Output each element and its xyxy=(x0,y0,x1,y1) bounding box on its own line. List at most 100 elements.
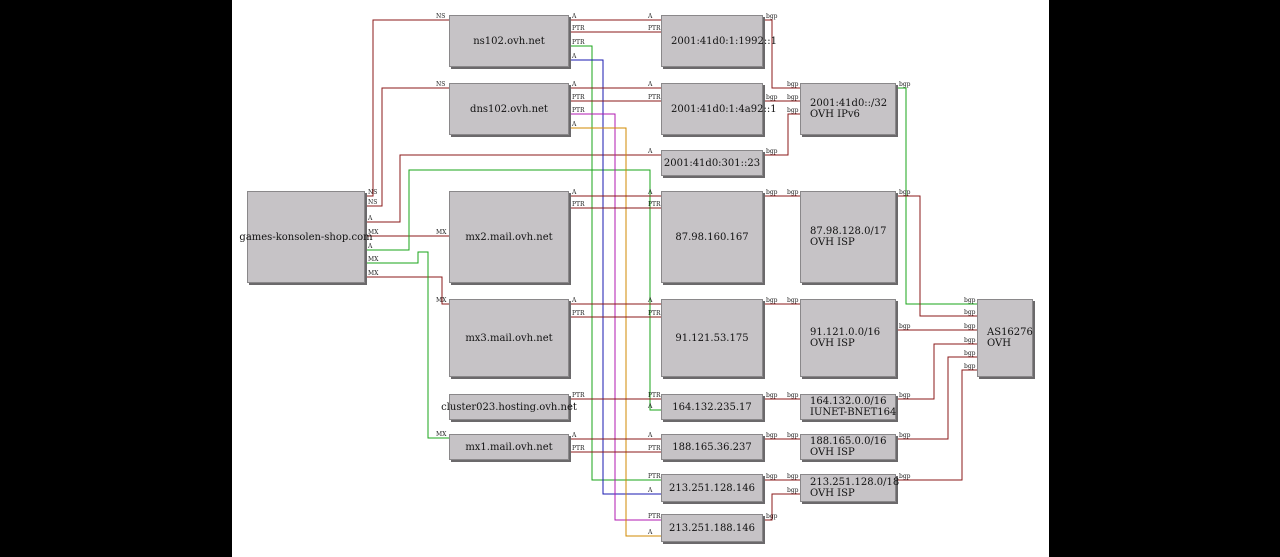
edge-label-source: bgp xyxy=(766,148,778,155)
edge-ns102-ip5 xyxy=(569,59,661,495)
edge-label-source: bgp xyxy=(766,189,778,196)
edge-label-source: A xyxy=(571,432,577,439)
node-ip6c: 2001:41d0:301::23 xyxy=(661,150,763,176)
edge-label-target: A xyxy=(647,432,653,439)
node-mx1: mx1.mail.ovh.net xyxy=(449,434,569,460)
edge-label-source: PTR xyxy=(572,310,585,317)
node-net3: 164.132.0.0/16 IUNET-BNET164 xyxy=(800,394,896,420)
edge-label-target: A xyxy=(647,403,653,410)
edge-label-target: bgp xyxy=(964,323,976,330)
edge-dns102-ip6 xyxy=(569,127,661,537)
node-dns102: dns102.ovh.net xyxy=(449,83,569,135)
edge-domain-mx1 xyxy=(365,251,449,439)
edge-label-source: bgp xyxy=(766,94,778,101)
edge-label-source: A xyxy=(571,81,577,88)
edge-domain-dns102 xyxy=(365,87,449,207)
edge-label-source: A xyxy=(571,297,577,304)
edge-label-source: bgp xyxy=(766,432,778,439)
edge-label-source: A xyxy=(367,243,373,250)
edge-label-target: MX xyxy=(436,431,447,438)
edge-label-source: bgp xyxy=(899,81,911,88)
edge-label-target: bgp xyxy=(787,81,799,88)
edge-net5-as xyxy=(896,369,977,481)
edge-label-target: bgp xyxy=(787,473,799,480)
edge-label-target: bgp xyxy=(964,350,976,357)
edge-label-source: PTR xyxy=(572,39,585,46)
edge-net4-as xyxy=(896,356,977,440)
edge-label-source: bgp xyxy=(766,473,778,480)
node-net6: 2001:41d0::/32 OVH IPv6 xyxy=(800,83,896,135)
edge-label-source: PTR xyxy=(572,445,585,452)
node-ip5: 213.251.128.146 xyxy=(661,474,763,502)
edge-label-target: A xyxy=(647,81,653,88)
edge-ip6a-net6 xyxy=(763,19,800,89)
edge-domain-ip6c xyxy=(365,154,661,223)
edge-label-target: PTR xyxy=(648,201,661,208)
edge-label-source: PTR xyxy=(572,107,585,114)
edge-label-source: bgp xyxy=(899,392,911,399)
edge-label-target: A xyxy=(647,487,653,494)
edge-label-target: A xyxy=(647,297,653,304)
edge-label-source: A xyxy=(367,215,373,222)
edge-label-source: PTR xyxy=(572,25,585,32)
node-ip2: 91.121.53.175 xyxy=(661,299,763,377)
edge-label-source: bgp xyxy=(766,513,778,520)
edge-domain-mx3 xyxy=(365,276,449,305)
node-domain: games-konsolen-shop.com xyxy=(239,191,373,283)
edge-label-source: A xyxy=(571,53,577,60)
edge-label-source: bgp xyxy=(766,392,778,399)
edge-label-source: A xyxy=(571,121,577,128)
node-ip6b: 2001:41d0:1:4a92::1 xyxy=(661,83,777,135)
node-net1: 87.98.128.0/17 OVH ISP xyxy=(800,191,896,283)
edge-label-target: MX xyxy=(436,297,447,304)
edge-label-source: PTR xyxy=(572,94,585,101)
edge-label-source: bgp xyxy=(899,323,911,330)
edge-ip6-net5 xyxy=(763,493,800,521)
node-ip4: 188.165.36.237 xyxy=(661,434,763,460)
node-net2: 91.121.0.0/16 OVH ISP xyxy=(800,299,896,377)
node-ip3: 164.132.235.17 xyxy=(661,394,763,420)
edge-label-source: bgp xyxy=(899,189,911,196)
edge-label-source: MX xyxy=(368,256,379,263)
edge-label-target: PTR xyxy=(648,513,661,520)
edge-label-target: bgp xyxy=(964,337,976,344)
edge-label-source: bgp xyxy=(899,432,911,439)
edge-label-source: A xyxy=(571,13,577,20)
edge-label-source: PTR xyxy=(572,392,585,399)
node-as: AS16276 OVH xyxy=(977,299,1033,377)
edge-label-target: NS xyxy=(436,13,445,20)
edge-label-target: PTR xyxy=(648,473,661,480)
edge-label-target: bgp xyxy=(787,189,799,196)
node-net4: 188.165.0.0/16 OVH ISP xyxy=(800,434,896,460)
edge-net3-as xyxy=(896,343,977,400)
edge-label-source: NS xyxy=(368,199,377,206)
edge-label-target: bgp xyxy=(787,107,799,114)
edge-label-target: A xyxy=(647,148,653,155)
edge-domain-ns102 xyxy=(365,19,449,197)
node-mx3: mx3.mail.ovh.net xyxy=(449,299,569,377)
edge-label-target: bgp xyxy=(787,297,799,304)
edge-label-target: bgp xyxy=(787,487,799,494)
edge-label-source: A xyxy=(571,189,577,196)
edge-label-target: NS xyxy=(436,81,445,88)
edge-label-target: PTR xyxy=(648,310,661,317)
node-ip6a: 2001:41d0:1:1992::1 xyxy=(661,15,777,67)
node-ns102: ns102.ovh.net xyxy=(449,15,569,67)
edge-label-source: bgp xyxy=(766,13,778,20)
edge-label-target: A xyxy=(647,13,653,20)
edge-label-source: MX xyxy=(368,229,379,236)
node-cluster023: cluster023.hosting.ovh.net xyxy=(441,394,577,420)
edge-label-target: bgp xyxy=(964,309,976,316)
edge-label-target: PTR xyxy=(648,94,661,101)
edge-label-target: MX xyxy=(436,229,447,236)
edge-label-target: PTR xyxy=(648,392,661,399)
node-ip6: 213.251.188.146 xyxy=(661,514,763,542)
edge-label-target: A xyxy=(647,529,653,536)
edge-label-source: bgp xyxy=(766,297,778,304)
edge-label-source: MX xyxy=(368,270,379,277)
edge-label-target: PTR xyxy=(648,25,661,32)
node-mx2: mx2.mail.ovh.net xyxy=(449,191,569,283)
edge-label-source: bgp xyxy=(899,473,911,480)
